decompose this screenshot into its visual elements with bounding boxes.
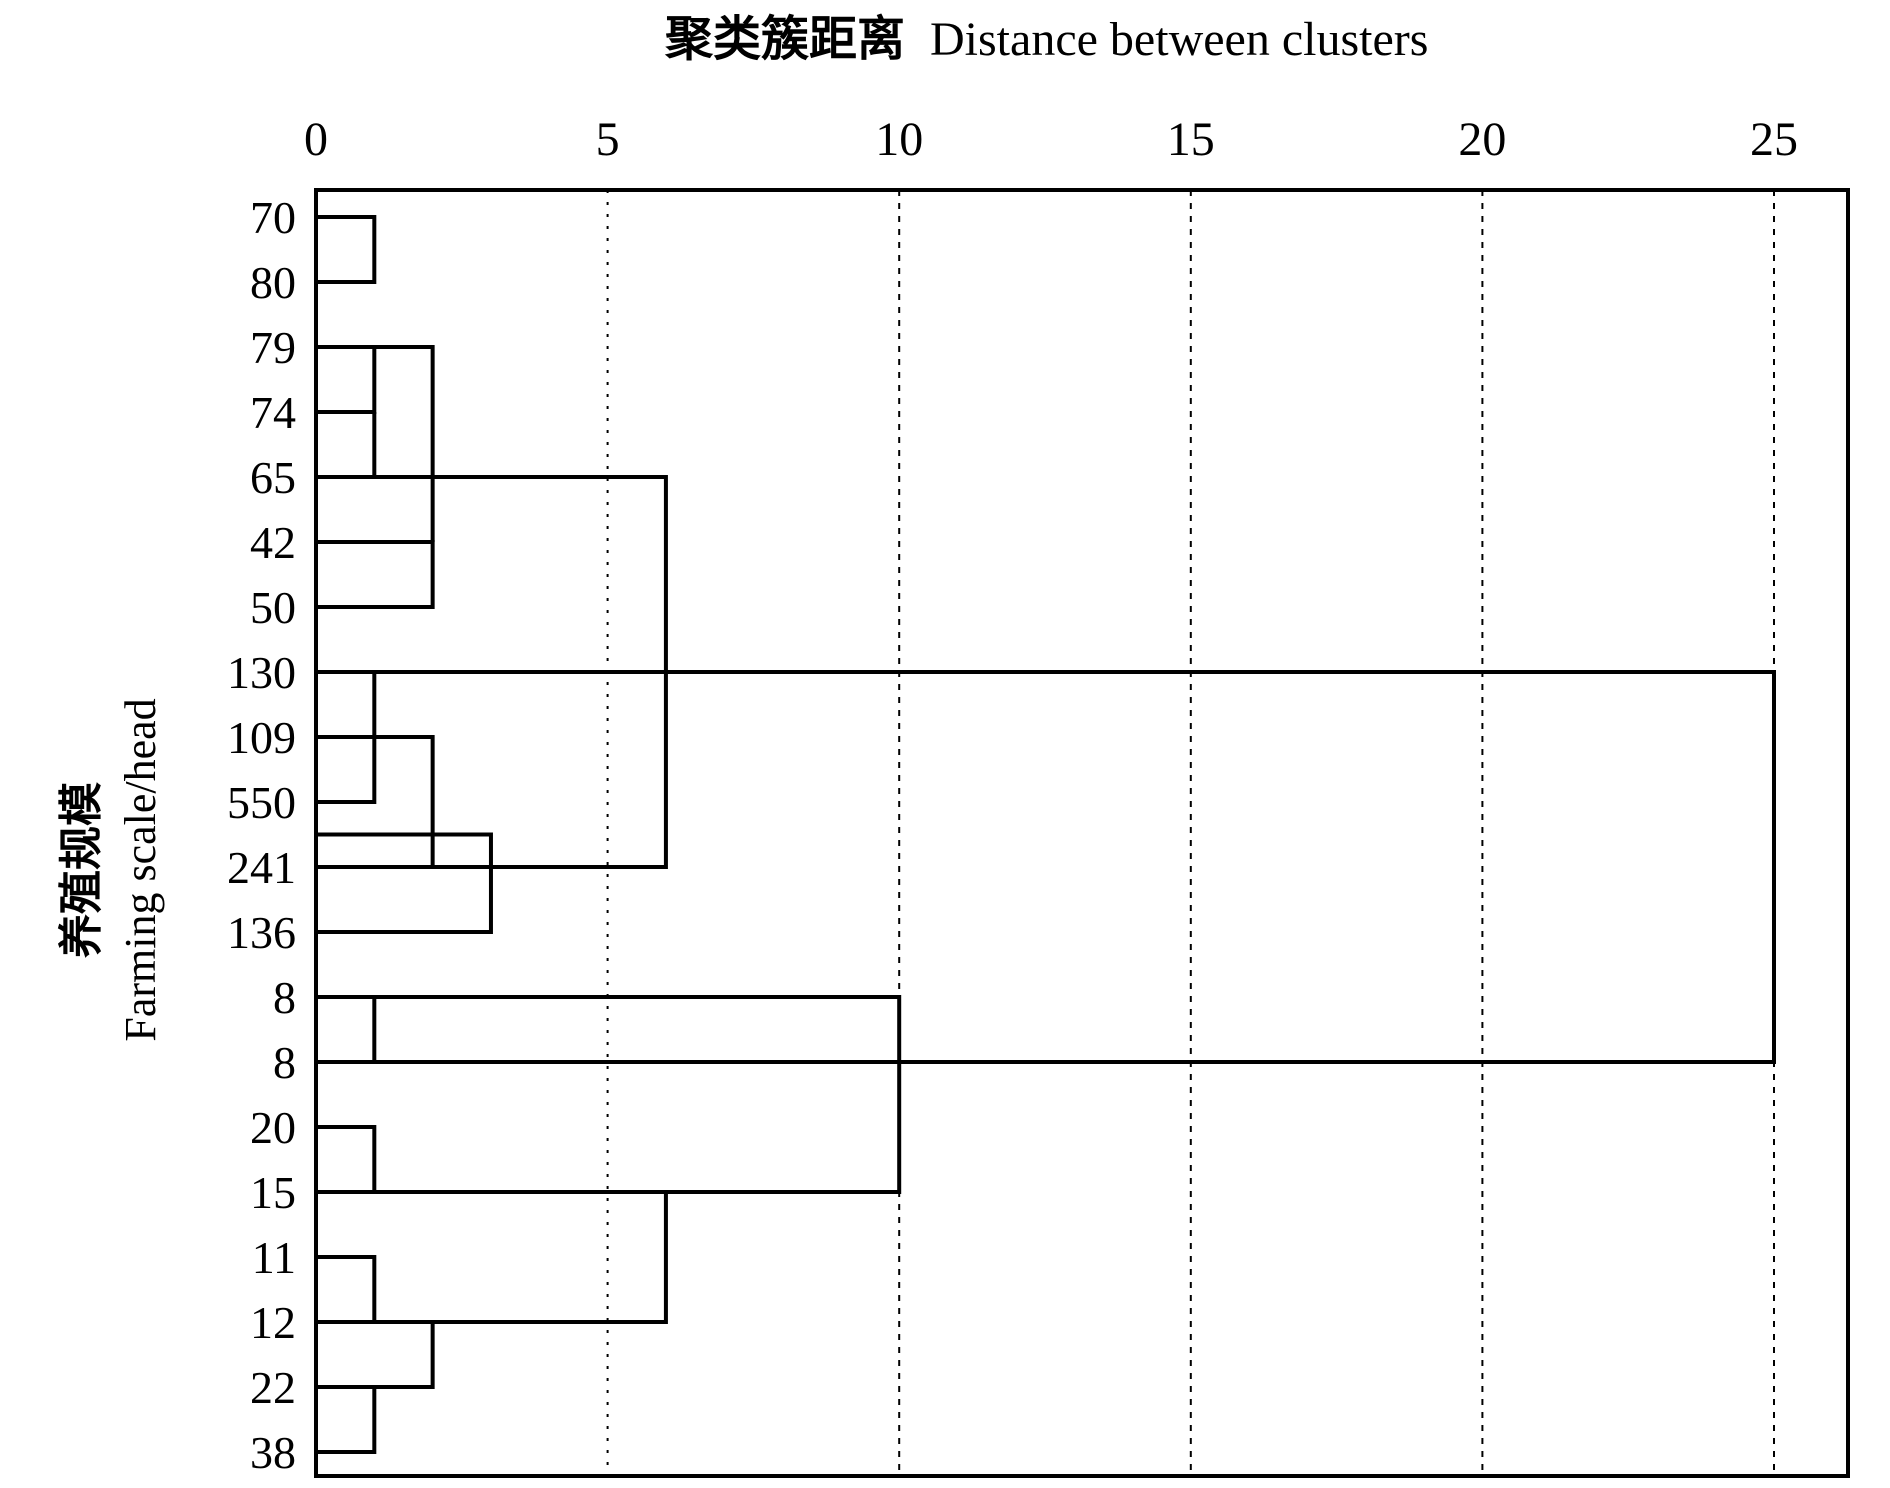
x-tick-label: 0	[304, 113, 328, 166]
y-axis-label-cn: 养殖规模	[56, 782, 107, 958]
y-axis-label-en: Farming scale/head	[116, 698, 165, 1041]
leaf-label: 130	[227, 647, 296, 698]
x-tick-label: 20	[1458, 113, 1506, 166]
dendrogram-link	[374, 1320, 435, 1389]
dendrogram-link	[316, 540, 435, 609]
leaf-label: 8	[273, 1037, 296, 1088]
dendrogram-link	[374, 1190, 668, 1324]
dendrogram-link	[316, 1255, 377, 1324]
leaf-label: 65	[250, 452, 296, 503]
leaf-label: 136	[227, 907, 296, 958]
dendrogram-link	[316, 1385, 377, 1454]
chart-title-en: Distance between clusters	[930, 13, 1428, 66]
x-axis-ticks: 0 5 10 15 20 25	[304, 113, 1798, 166]
leaf-label: 80	[250, 257, 296, 308]
leaf-label: 15	[250, 1167, 296, 1218]
leaf-label: 74	[250, 387, 296, 438]
dendrogram-link	[316, 215, 377, 284]
leaf-label: 50	[250, 582, 296, 633]
leaf-label: 79	[250, 322, 296, 373]
dendrogram-link	[316, 995, 377, 1064]
leaf-labels: 70 80 79 74 65 42 50 130 109 550 241 136 8 8 20 15 11 12 2…	[227, 192, 296, 1478]
dendrogram-link	[316, 735, 435, 869]
leaf-label: 12	[250, 1297, 296, 1348]
dendrogram-links	[316, 215, 1776, 1454]
dendrogram-link	[316, 1125, 377, 1194]
grid-lines	[606, 190, 1775, 1476]
leaf-label: 70	[250, 192, 296, 243]
leaf-label: 109	[227, 712, 296, 763]
plot-frame	[314, 188, 1850, 1478]
leaf-label: 11	[252, 1232, 296, 1283]
x-tick-label: 25	[1750, 113, 1798, 166]
x-tick-label: 15	[1167, 113, 1215, 166]
leaf-label: 241	[227, 842, 296, 893]
dendrogram-link	[316, 832, 493, 934]
x-tick-label: 5	[596, 113, 620, 166]
leaf-label: 8	[273, 972, 296, 1023]
leaf-label: 20	[250, 1102, 296, 1153]
leaf-label: 550	[227, 777, 296, 828]
leaf-label: 42	[250, 517, 296, 568]
leaf-label: 22	[250, 1362, 296, 1413]
dendrogram-link	[316, 345, 377, 414]
chart-title-cn: 聚类簇距离	[664, 11, 905, 67]
dendrogram-link	[374, 345, 435, 542]
dendrogram-link	[374, 670, 1776, 1064]
dendrogram-link	[374, 995, 902, 1194]
leaf-label: 38	[250, 1427, 296, 1478]
x-tick-label: 10	[875, 113, 923, 166]
dendrogram-link	[316, 412, 377, 479]
